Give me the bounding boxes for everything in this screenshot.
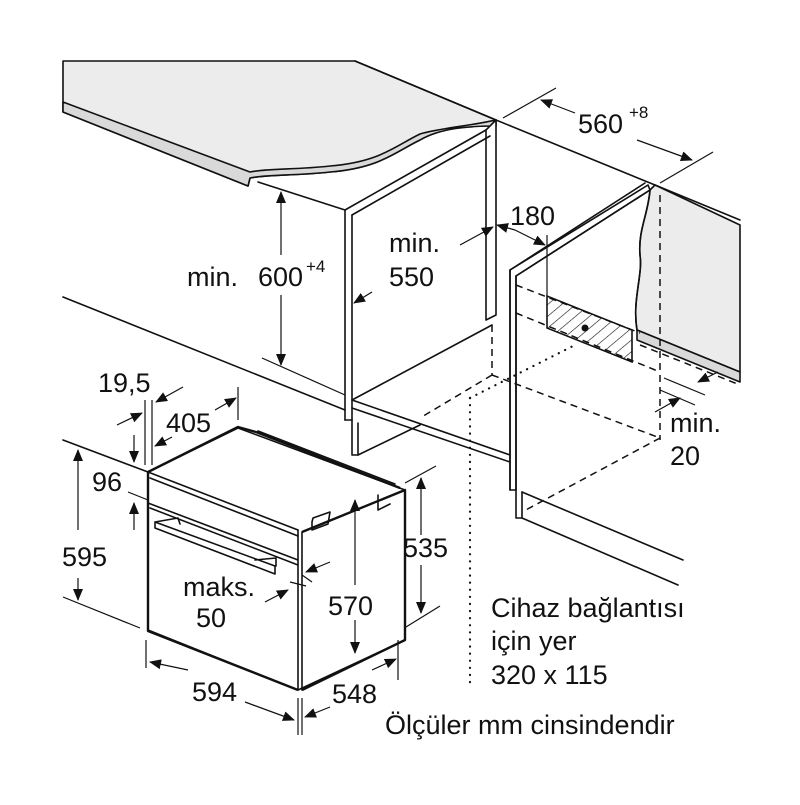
dimension-labels: min. 600 +4 min. 550 180 560 +8 min. 20 … (62, 103, 721, 709)
label-body-height: 570 (328, 591, 373, 621)
label-handle-prefix: maks. (183, 572, 255, 602)
wall-edge-right (495, 119, 656, 186)
label-handle-projection: 50 (196, 603, 226, 633)
units-note: Ölçüler mm cinsindendir (385, 710, 675, 740)
label-niche-width: 560 (578, 109, 623, 139)
label-panel-thickness: 19,5 (98, 368, 151, 398)
label-front-to-panel: 405 (166, 408, 211, 438)
label-depth: 548 (332, 679, 377, 709)
label-niche-width-tolerance: +8 (629, 103, 648, 122)
right-cabinet (509, 182, 741, 586)
label-niche-depth-prefix: min. (389, 228, 440, 258)
connection-note-line3: 320 x 115 (491, 660, 608, 690)
label-niche-height-tolerance: +4 (306, 257, 325, 276)
left-cabinet (257, 119, 511, 463)
label-niche-height: 600 (258, 262, 303, 292)
label-niche-depth: 550 (389, 262, 434, 292)
wall-edge (354, 60, 497, 121)
label-control-panel-height: 96 (92, 467, 122, 497)
connection-note: Cihaz bağlantısı için yer 320 x 115 (491, 593, 685, 690)
label-width: 594 (192, 677, 237, 707)
countertop (62, 60, 497, 187)
dimension-lines (62, 87, 719, 735)
floor-line (62, 296, 346, 411)
connection-note-line1: Cihaz bağlantısı (491, 593, 685, 623)
label-side-height: 535 (403, 533, 448, 563)
label-ventilation-prefix: min. (670, 408, 721, 438)
label-connection-offset: 180 (510, 201, 555, 231)
label-niche-height-prefix: min. (187, 262, 238, 292)
connection-note-line2: için yer (491, 626, 577, 656)
label-ventilation-gap: 20 (670, 441, 700, 471)
oven (146, 425, 407, 692)
floor-line-front (62, 439, 149, 473)
hatched-connection-area (546, 294, 633, 364)
label-total-height: 595 (62, 542, 107, 572)
